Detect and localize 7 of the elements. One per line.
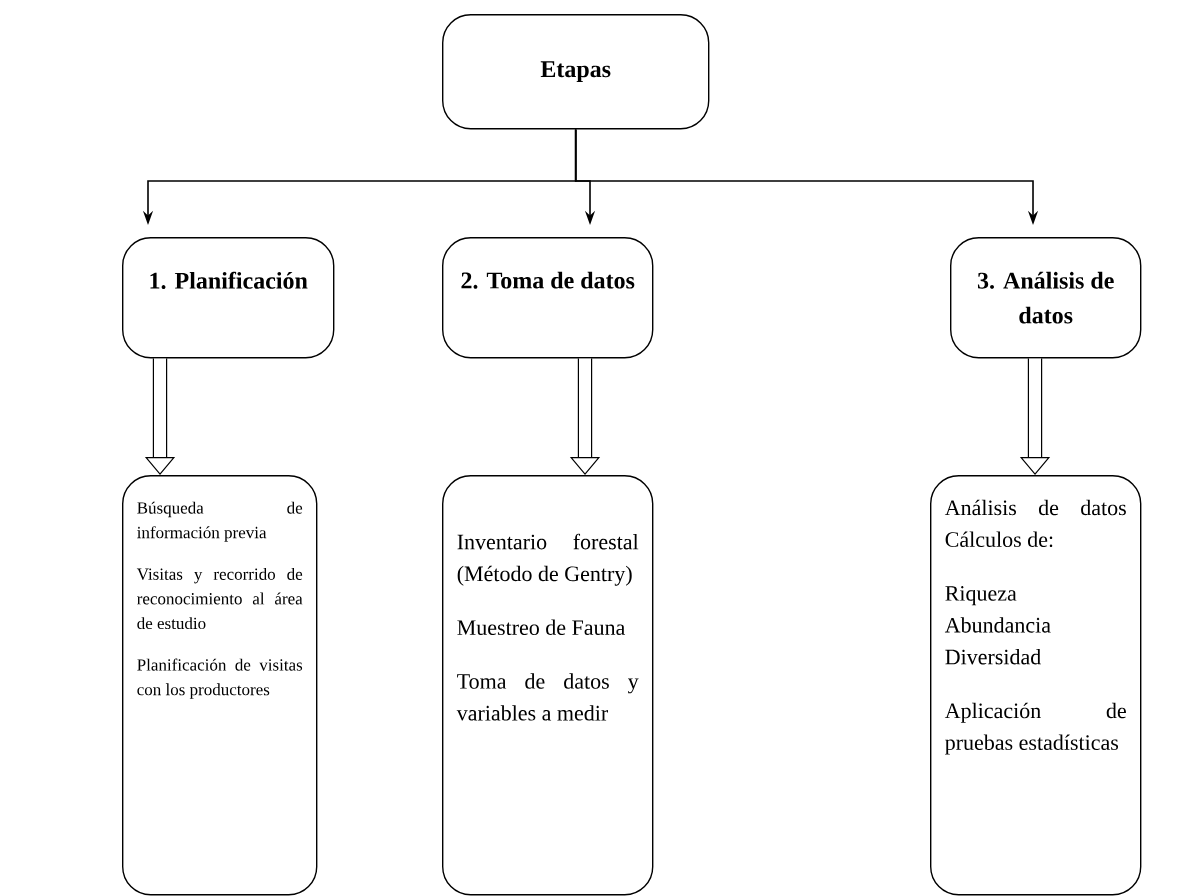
activity-box: Inventario forestal (Método de Gentry) Muestreo de Fauna Toma de datos y variables a medir xyxy=(442,475,654,896)
activity-box: Análisis de datos Cálculos de: Riqueza Abundancia Diversidad Aplicación de pruebas estadísticas xyxy=(930,475,1142,896)
stage-box: Etapas xyxy=(442,14,710,130)
stage-box: 1. Planificación xyxy=(122,237,335,359)
stage-box: 2. Toma de datos xyxy=(442,237,654,359)
activity-box: Búsqueda de información previa Visitas y recorrido de reconocimiento al área de estudio Planificación de visitas con los productores xyxy=(122,475,318,896)
stage-box: 3. Análisis de datos xyxy=(950,237,1142,359)
